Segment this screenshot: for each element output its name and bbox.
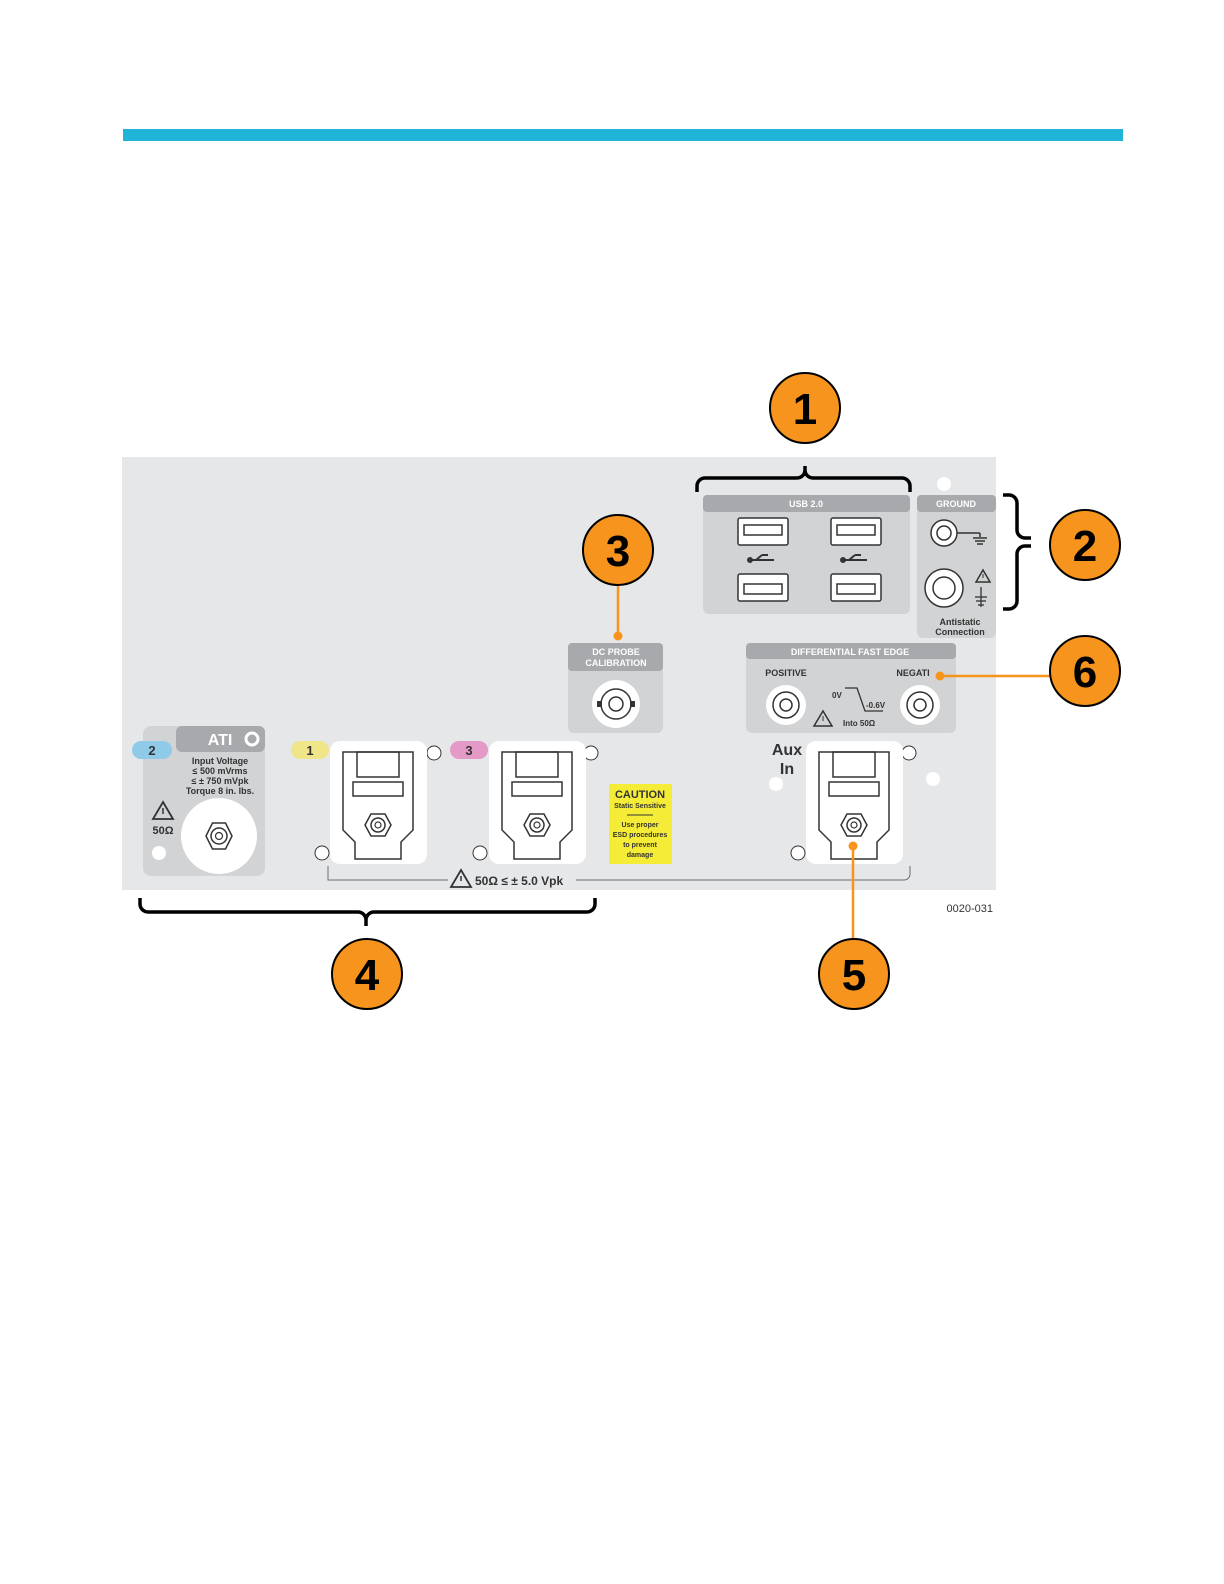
- negative-connector[interactable]: [900, 685, 940, 725]
- ati-spec-line: ≤ ± 750 mVpk: [192, 776, 250, 786]
- callout-4: 4: [332, 939, 402, 1009]
- svg-text:CAUTION: CAUTION: [615, 789, 665, 801]
- aux-label: In: [780, 761, 794, 778]
- ati-title: ATI: [208, 732, 233, 749]
- svg-text:ESD procedures: ESD procedures: [613, 832, 668, 839]
- svg-text:5: 5: [842, 951, 866, 1000]
- antistatic-terminal[interactable]: [925, 569, 963, 607]
- ati-ohm-label: 50Ω: [152, 825, 173, 837]
- dc-probe-label: DC PROBE: [592, 647, 640, 657]
- callout-1: 1: [770, 373, 840, 443]
- negative-label: NEGATI: [896, 668, 929, 678]
- svg-text:2: 2: [1073, 522, 1097, 571]
- ground-terminal[interactable]: [931, 520, 957, 546]
- ati-spec-line: Input Voltage: [192, 756, 248, 766]
- aux-label: Aux: [772, 742, 802, 759]
- dc-probe-label: CALIBRATION: [585, 658, 646, 668]
- svg-text:Static Sensitive: Static Sensitive: [614, 803, 666, 810]
- diff-title: DIFFERENTIAL FAST EDGE: [791, 647, 909, 657]
- usb-port[interactable]: [831, 518, 881, 545]
- bracket-inputs: [140, 898, 595, 926]
- channel-2-label: 2: [148, 743, 155, 758]
- svg-text:6: 6: [1073, 648, 1097, 697]
- svg-text:damage: damage: [627, 852, 654, 859]
- callout-2: 2: [1050, 510, 1120, 580]
- channel-1-connector[interactable]: [330, 741, 427, 864]
- ati-connector[interactable]: [181, 798, 257, 874]
- spec-label: 50Ω ≤ ± 5.0 Vpk: [475, 874, 563, 888]
- callout-6: 6: [1050, 636, 1120, 706]
- ground-block: GROUND Antistatic Connection: [917, 477, 996, 638]
- channel-3-label: 3: [465, 743, 472, 758]
- bracket-ground: [1003, 495, 1031, 609]
- caution-label: CAUTION Static Sensitive Use proper ESD …: [609, 784, 672, 864]
- negative-volt-label: -0.6V: [866, 701, 886, 710]
- antistatic-label: Connection: [935, 627, 985, 637]
- usb-title: USB 2.0: [789, 499, 823, 509]
- antistatic-label: Antistatic: [939, 617, 980, 627]
- channel-1-label: 1: [306, 743, 313, 758]
- positive-connector[interactable]: [766, 685, 806, 725]
- usb-port[interactable]: [738, 574, 788, 601]
- channel-3-connector[interactable]: [489, 741, 586, 864]
- callout-5: 5: [819, 939, 889, 1009]
- ati-spec-line: ≤ 500 mVrms: [193, 766, 248, 776]
- into-ohm-label: Into 50Ω: [843, 719, 876, 728]
- svg-text:Use proper: Use proper: [622, 822, 659, 829]
- figure-id: 0020-031: [947, 903, 994, 915]
- usb-port[interactable]: [831, 574, 881, 601]
- usb-block: USB 2.0: [703, 495, 910, 614]
- ati-input-block: ATI 2 Input Voltage ≤ 500 mVrms ≤ ± 750 …: [132, 726, 265, 876]
- differential-fast-edge: DIFFERENTIAL FAST EDGE POSITIVE NEGATI 0…: [746, 643, 956, 733]
- ati-spec-line: Torque 8 in. lbs.: [186, 786, 254, 796]
- svg-text:3: 3: [606, 527, 630, 576]
- dc-probe-calibration: DC PROBE CALIBRATION: [568, 643, 663, 733]
- positive-label: POSITIVE: [765, 668, 807, 678]
- ground-title: GROUND: [936, 499, 976, 509]
- zero-volt-label: 0V: [832, 691, 842, 700]
- svg-text:1: 1: [793, 385, 817, 434]
- usb-port[interactable]: [738, 518, 788, 545]
- callout-3: 3: [583, 515, 653, 585]
- svg-text:4: 4: [355, 951, 380, 1000]
- svg-text:to prevent: to prevent: [623, 842, 658, 849]
